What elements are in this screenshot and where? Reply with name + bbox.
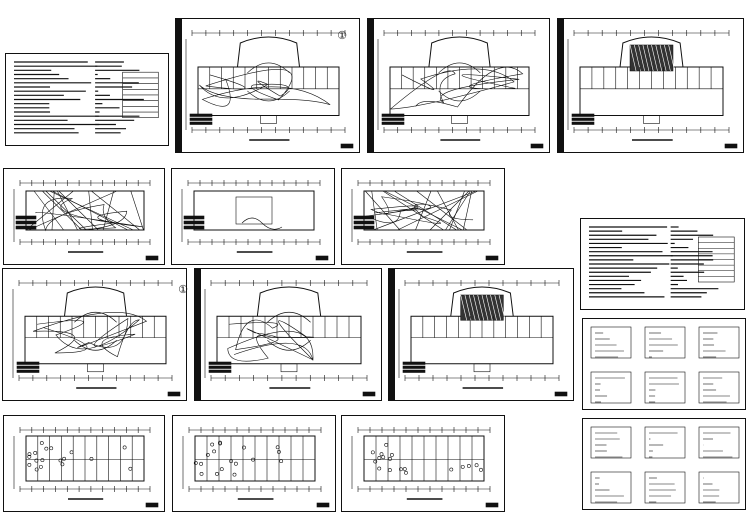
- sheet-linework: [12, 280, 181, 397]
- sheet-linework: [567, 30, 738, 149]
- drawing-sheet-plan-2[interactable]: [367, 18, 550, 153]
- drawing-sheet-plan-8[interactable]: [194, 268, 382, 401]
- sheet-marker: ①: [178, 283, 188, 296]
- sheet-title-bar: [368, 19, 374, 152]
- sheet-linework: [185, 30, 354, 149]
- sheet-linework: [589, 226, 735, 298]
- drawing-sheet-plan-1[interactable]: ①: [175, 18, 360, 153]
- sheet-linework: [181, 180, 329, 261]
- drawing-sheet-plan-12[interactable]: [341, 415, 505, 512]
- sheet-linework: [204, 280, 376, 397]
- drawing-sheet-plan-11[interactable]: [172, 415, 336, 512]
- sheet-marker: ①: [337, 29, 347, 42]
- sheet-linework: [13, 427, 159, 508]
- drawing-sheet-notes-1[interactable]: [5, 53, 169, 146]
- drawing-sheet-plan-9[interactable]: [388, 268, 574, 401]
- sheet-linework: [377, 30, 544, 149]
- sheet-linework: [351, 427, 499, 508]
- drawing-sheet-plan-3[interactable]: [557, 18, 744, 153]
- drawing-sheet-plan-6[interactable]: [341, 168, 505, 265]
- sheet-title-bar: [195, 269, 201, 400]
- drawing-sheet-plan-4[interactable]: [3, 168, 165, 265]
- sheet-linework: [398, 280, 568, 397]
- drawing-sheet-notes-2[interactable]: [580, 218, 745, 310]
- sheet-linework: [14, 61, 159, 134]
- sheet-linework: [351, 180, 499, 261]
- drawing-sheet-plan-7[interactable]: ①: [2, 268, 188, 401]
- drawing-sheet-plan-5[interactable]: [171, 168, 335, 265]
- sheet-linework: [590, 426, 740, 504]
- sheet-title-bar: [389, 269, 395, 400]
- sheet-linework: [13, 180, 159, 261]
- drawing-sheet-plan-10[interactable]: [3, 415, 165, 512]
- sheet-title-bar: [176, 19, 182, 152]
- drawing-sheet-details-1[interactable]: [582, 318, 746, 410]
- sheet-linework: [182, 427, 330, 508]
- drawing-sheet-details-2[interactable]: [582, 418, 746, 510]
- sheet-title-bar: [558, 19, 564, 152]
- sheet-linework: [590, 326, 740, 404]
